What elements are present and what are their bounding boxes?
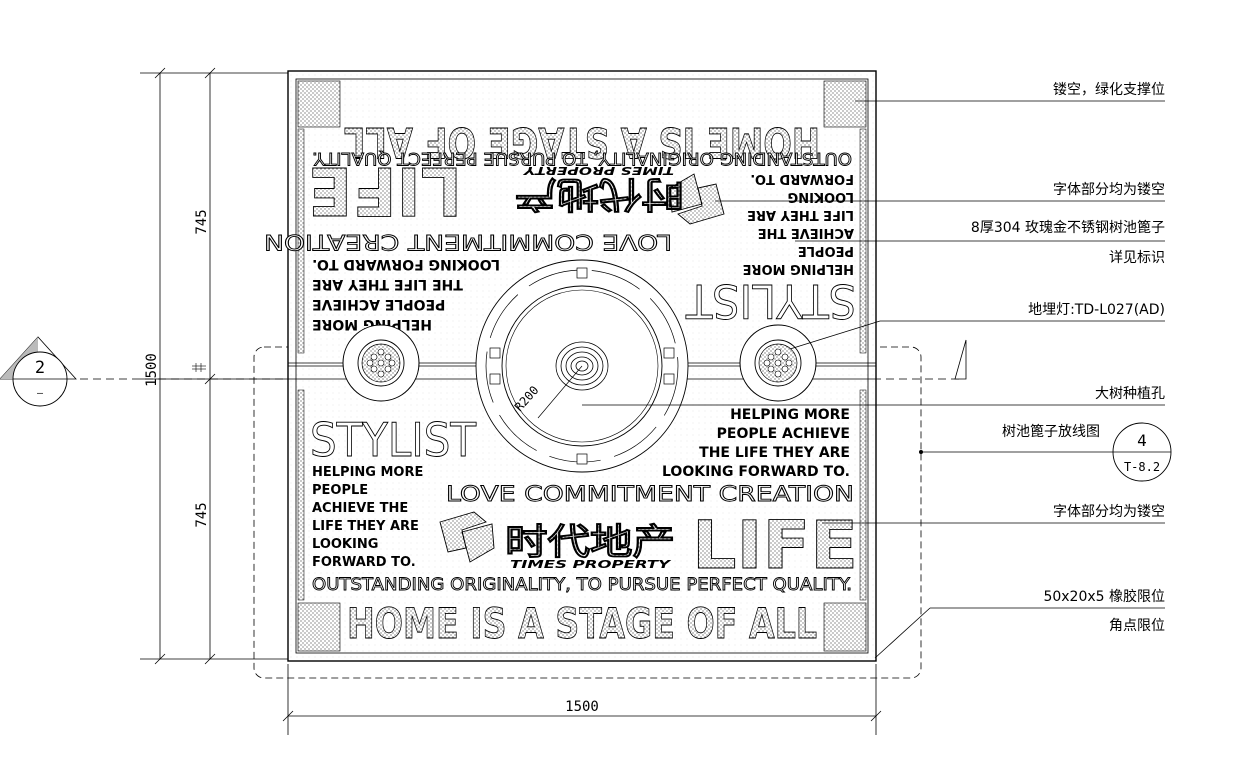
note-tree-hole: 大树种植孔 — [1095, 386, 1165, 402]
note-corner-stop: 角点限位 — [1109, 618, 1165, 634]
section-number: 2 — [35, 358, 45, 378]
brand-logo-bottom: 时代地产 TIMES PROPERTY — [439, 511, 675, 571]
helping-top-6: FORWARD TO. — [750, 171, 854, 186]
helping-line-4: LIFE THEY ARE — [312, 519, 419, 534]
note-hollow-support: 镂空，绿化支撑位 — [1053, 82, 1165, 98]
helping-line-1: HELPING MORE — [312, 465, 423, 480]
detail-number: 4 — [1137, 431, 1147, 450]
love-text-top: LOVE COMMITMENT CREATION — [264, 230, 672, 254]
note-layout-drawing: 树池篦子放线图 — [1002, 424, 1100, 440]
helping-top-2: PEOPLE — [798, 243, 854, 258]
brand-cn-bottom: 时代地产 — [505, 522, 675, 563]
dim-total-width-1500: 1500 — [565, 699, 599, 715]
note-material: 8厚304 玫瑰金不锈钢树池篦子 — [971, 220, 1165, 236]
corner-support-tl — [297, 80, 341, 128]
love-text: LOVE COMMITMENT CREATION — [446, 482, 854, 506]
brand-mark-icon — [439, 511, 495, 563]
annotation-labels: 镂空，绿化支撑位 字体部分均为镂空 8厚304 玫瑰金不锈钢树池篦子 详见标识 … — [971, 82, 1165, 634]
grate-text-bottom: HOME IS A STAGE OF ALL OUTSTANDING ORIGI… — [310, 413, 859, 649]
helping-top-right-3: THE LIFE THEY ARE — [312, 276, 463, 292]
helping-top-3: ACHIEVE THE — [758, 225, 854, 240]
helping-top-right-2: PEOPLE ACHIEVE — [312, 296, 445, 312]
helping-line-5: LOOKING — [312, 537, 378, 552]
stylist-text-top: STYLIST — [685, 274, 856, 328]
life-text-top: LIFE — [308, 152, 462, 229]
corner-support-bl — [297, 602, 341, 652]
ground-light-right — [739, 324, 817, 402]
corner-support-tr — [823, 80, 867, 128]
stylist-text: STYLIST — [310, 413, 477, 467]
leader-lines — [582, 100, 1165, 659]
tree-planting-hole — [475, 259, 689, 473]
corner-support-br — [823, 602, 867, 652]
break-mark — [192, 363, 206, 372]
ground-light-left — [342, 324, 420, 402]
dim-bottom-745: 745 — [194, 502, 210, 527]
note-rubber-stop: 50x20x5 橡胶限位 — [1043, 588, 1165, 605]
brand-en-bottom: TIMES PROPERTY — [510, 558, 672, 571]
note-ground-light: 地埋灯:TD-L027(AD) — [1028, 302, 1165, 318]
quality-text-top: OUTSTANDING ORIGINALITY, TO PURSUE PERFE… — [312, 148, 852, 168]
helping-top-1: HELPING MORE — [743, 261, 854, 276]
helping-block-left: HELPING MORE PEOPLE ACHIEVE THE LIFE THE… — [312, 465, 423, 570]
section-marker: 2 — — [0, 336, 77, 407]
brand-mark-top-icon — [669, 173, 725, 225]
helping-line-6: FORWARD TO. — [312, 555, 416, 570]
leader-dot — [919, 450, 923, 454]
helping-block-right: HELPING MORE PEOPLE ACHIEVE THE LIFE THE… — [662, 407, 850, 480]
helping-right-2: PEOPLE ACHIEVE — [717, 426, 850, 442]
helping-line-3: ACHIEVE THE — [312, 501, 408, 516]
tree-trunk-icon — [537, 341, 609, 419]
dimension-lines — [140, 67, 882, 735]
home-stage-text: HOME IS A STAGE OF ALL — [347, 599, 817, 648]
helping-top-5: LOOKING — [788, 189, 854, 204]
note-font-hollow-top: 字体部分均为镂空 — [1053, 182, 1165, 198]
detail-sheet: T-8.2 — [1124, 460, 1160, 474]
helping-line-2: PEOPLE — [312, 483, 368, 498]
helping-right-3: THE LIFE THEY ARE — [699, 445, 850, 461]
brand-en-top: TIMES PROPERTY — [523, 164, 674, 177]
brand-cn-top: 时代地产 — [514, 173, 684, 214]
brand-logo-top: 时代地产 TIMES PROPERTY — [514, 164, 725, 225]
helping-right-4: LOOKING FORWARD TO. — [662, 464, 850, 480]
life-text: LIFE — [692, 507, 858, 584]
section-end-marker — [954, 339, 967, 380]
note-see-signage: 详见标识 — [1109, 250, 1165, 266]
note-font-hollow-bottom: 字体部分均为镂空 — [1053, 504, 1165, 520]
helping-top-right-4: LOOKING FORWARD TO. — [312, 256, 500, 272]
dim-top-745: 745 — [194, 209, 210, 234]
home-stage-text-top: HOME IS A STAGE OF ALL — [344, 118, 820, 167]
section-sheet: — — [37, 388, 44, 399]
helping-top-4: LIFE THEY ARE — [747, 207, 854, 222]
detail-reference: 4 T-8.2 — [1112, 422, 1172, 482]
dim-total-height-1500: 1500 — [144, 353, 160, 387]
quality-text: OUTSTANDING ORIGINALITY, TO PURSUE PERFE… — [312, 575, 852, 595]
helping-right-1: HELPING MORE — [730, 407, 850, 423]
helping-top-right-1: HELPING MORE — [312, 316, 432, 332]
grate-text-top: HOME IS A STAGE OF ALL OUTSTANDING ORIGI… — [264, 118, 857, 332]
